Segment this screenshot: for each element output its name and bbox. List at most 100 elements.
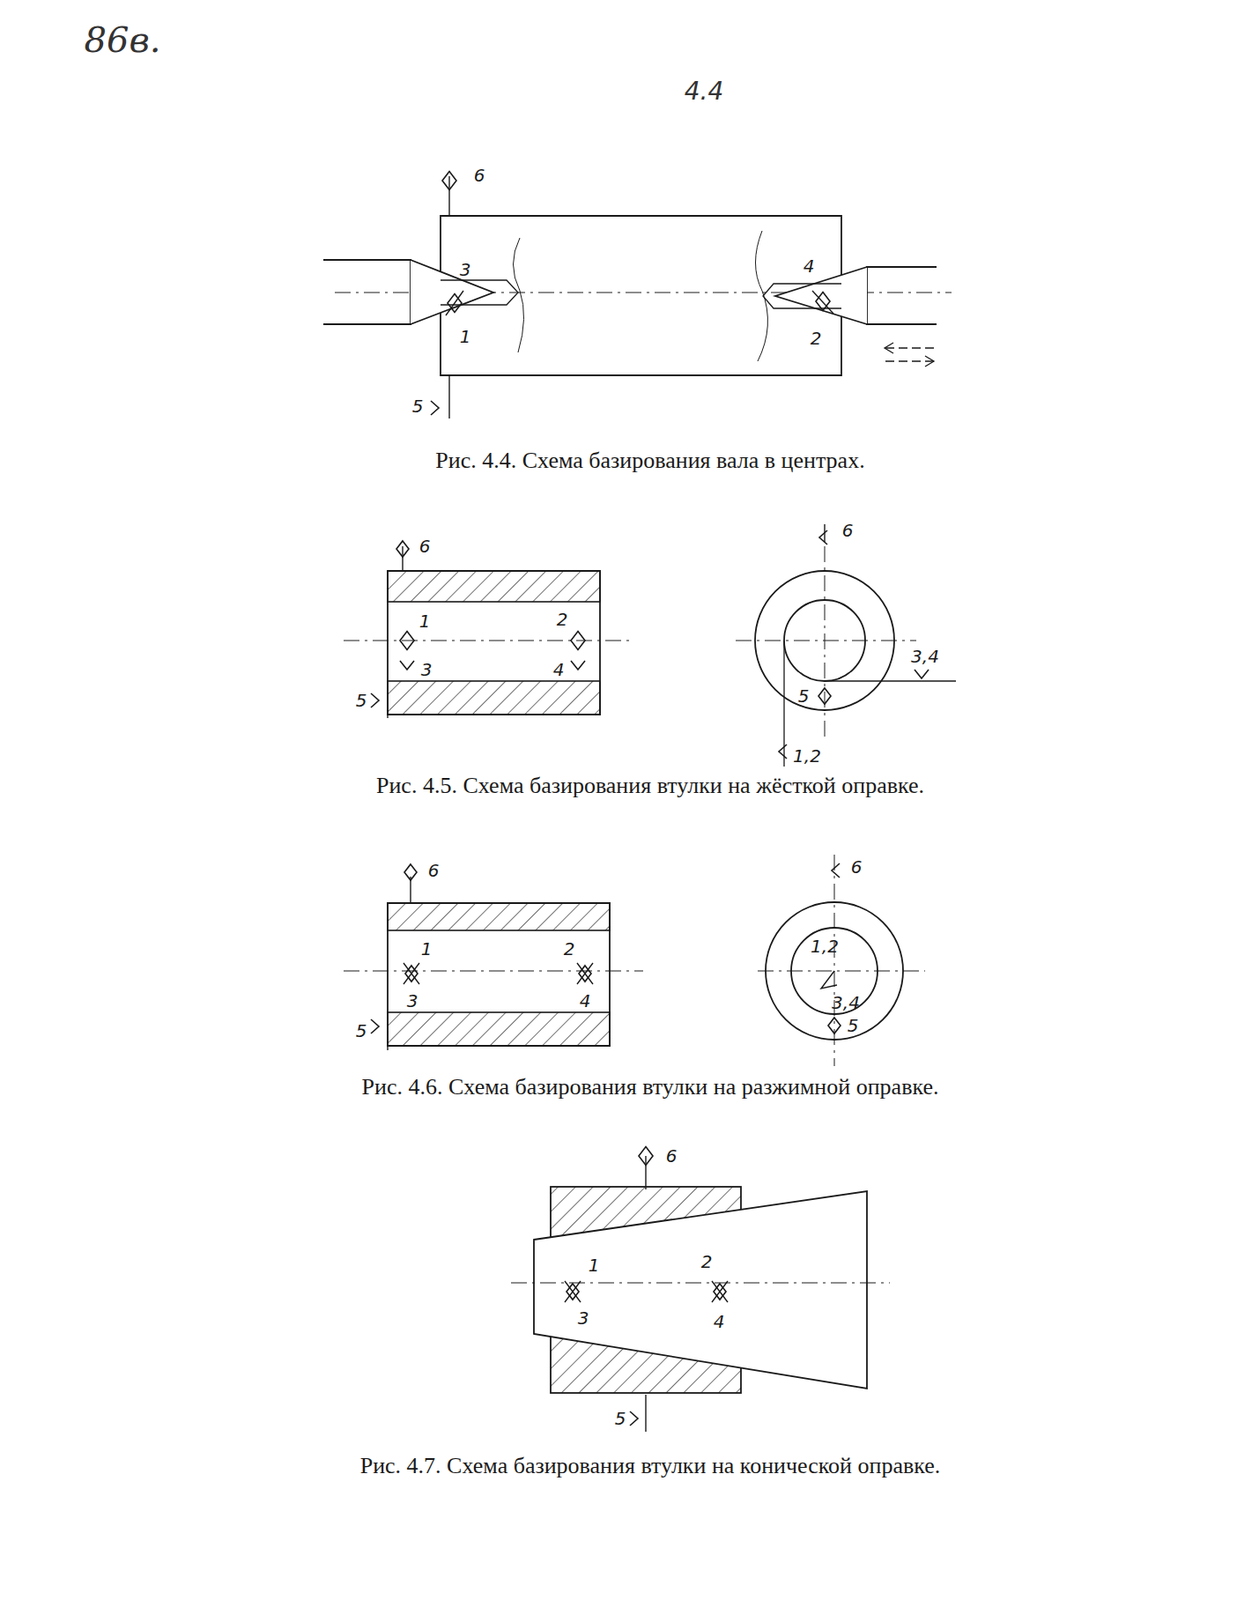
double-support-symbol (713, 1283, 726, 1300)
support-symbol (819, 530, 828, 545)
callout-number: 5 (614, 1409, 627, 1428)
callout-number: 6 (419, 537, 431, 556)
support-symbol (399, 660, 415, 670)
conical-mandrel (533, 1191, 867, 1389)
callout-number: 5 (355, 1022, 368, 1040)
support-symbol (370, 1019, 379, 1034)
callout-number: 5 (412, 397, 424, 415)
centre-cone (775, 266, 867, 325)
sleeve-wall (387, 903, 610, 931)
callout-number: 1,2 (792, 747, 822, 765)
sleeve-outline (387, 570, 600, 715)
drawing-line (735, 640, 917, 642)
callout-number: 3 (577, 1309, 590, 1327)
double-support-symbol (566, 1283, 579, 1300)
clamp-symbol (403, 962, 420, 985)
callout-number: 2 (556, 610, 569, 629)
double-support-symbol (405, 965, 418, 982)
drawing-line (644, 1155, 646, 1190)
support-symbol (430, 400, 439, 415)
double-support-symbol (828, 1017, 841, 1034)
support-symbol (831, 863, 840, 878)
support-symbol (778, 744, 787, 759)
callout-number: 4 (553, 660, 565, 679)
handwritten-note: 86в. (84, 22, 162, 58)
callout-number: 1,2 (810, 937, 839, 956)
callout-number: 2 (563, 940, 576, 958)
break-line (513, 237, 525, 353)
centre-hole (762, 283, 842, 309)
clamp-symbol (821, 970, 837, 989)
callout-number: 1 (459, 327, 472, 346)
drawing-line (511, 1282, 890, 1284)
drawing-line (757, 970, 926, 972)
callout-number: 6 (842, 521, 854, 540)
callout-number: 5 (798, 687, 810, 705)
support-symbol (570, 660, 586, 670)
sleeve-wall (387, 1012, 610, 1046)
callout-number: 1 (588, 1256, 600, 1274)
double-support-symbol (818, 688, 831, 704)
sleeve-wall (387, 681, 600, 715)
callout-number: 6 (666, 1147, 678, 1165)
bore-end-view (791, 927, 878, 1015)
callout-number: 6 (851, 858, 863, 876)
double-support-symbol (396, 540, 409, 557)
sleeve-wall (387, 570, 600, 602)
figure-caption: Рис. 4.7. Схема базирования втулки на ко… (360, 1454, 941, 1478)
drawing-line (824, 546, 826, 741)
centre-body (866, 266, 937, 325)
clamp-symbol (711, 1281, 728, 1303)
support-symbol (914, 669, 929, 679)
double-support-symbol (442, 171, 457, 191)
double-support-symbol (399, 631, 415, 651)
figure-caption: Рис. 4.5. Схема базирования втулки на жё… (376, 774, 925, 798)
support-symbol (370, 693, 379, 708)
page-number: 4.4 (684, 79, 725, 104)
drawing-line (401, 546, 403, 571)
centre-hole (440, 280, 519, 305)
drawing-line (812, 290, 834, 314)
callout-number: 3 (459, 260, 472, 279)
callout-number: 4 (713, 1312, 726, 1331)
sleeve-outline (387, 903, 610, 1046)
callout-number: 2 (810, 329, 823, 348)
drawing-line (445, 290, 464, 316)
support-symbol (629, 1411, 638, 1426)
drawing-line (343, 640, 635, 642)
callout-number: 3 (421, 660, 433, 679)
drawing-line (448, 375, 450, 419)
callout-number: 6 (428, 861, 440, 880)
double-support-symbol (404, 864, 417, 881)
callout-number: 4 (803, 257, 815, 275)
callout-number: 5 (847, 1016, 860, 1035)
drawing-line (448, 176, 450, 216)
figure-caption: Рис. 4.6. Схема базирования втулки на ра… (362, 1075, 940, 1099)
drawing-line (885, 360, 934, 362)
figure-caption: Рис. 4.4. Схема базирования вала в центр… (435, 449, 865, 473)
arrow-head (925, 355, 934, 367)
arrow-head (884, 342, 894, 354)
callout-number: 1 (419, 612, 431, 630)
callout-number: 3 (407, 992, 419, 1010)
callout-number: 5 (355, 691, 368, 710)
clamp-symbol (564, 1281, 581, 1303)
callout-number: 2 (701, 1252, 713, 1271)
clamp-symbol (577, 962, 593, 985)
double-support-symbol (578, 965, 592, 982)
callout-number: 1 (421, 940, 433, 958)
drawing-line (885, 347, 934, 349)
callout-number: 3,4 (831, 993, 860, 1012)
drawing-line (386, 1030, 388, 1051)
double-support-symbol (638, 1147, 653, 1166)
drawing-line (644, 1394, 646, 1432)
callout-number: 6 (473, 166, 486, 185)
callout-number: 4 (579, 992, 592, 1010)
break-line (755, 230, 769, 362)
centre-body (323, 259, 411, 325)
drawing-line (824, 680, 956, 682)
callout-number: 3,4 (910, 647, 940, 666)
drawing-line (386, 700, 388, 719)
